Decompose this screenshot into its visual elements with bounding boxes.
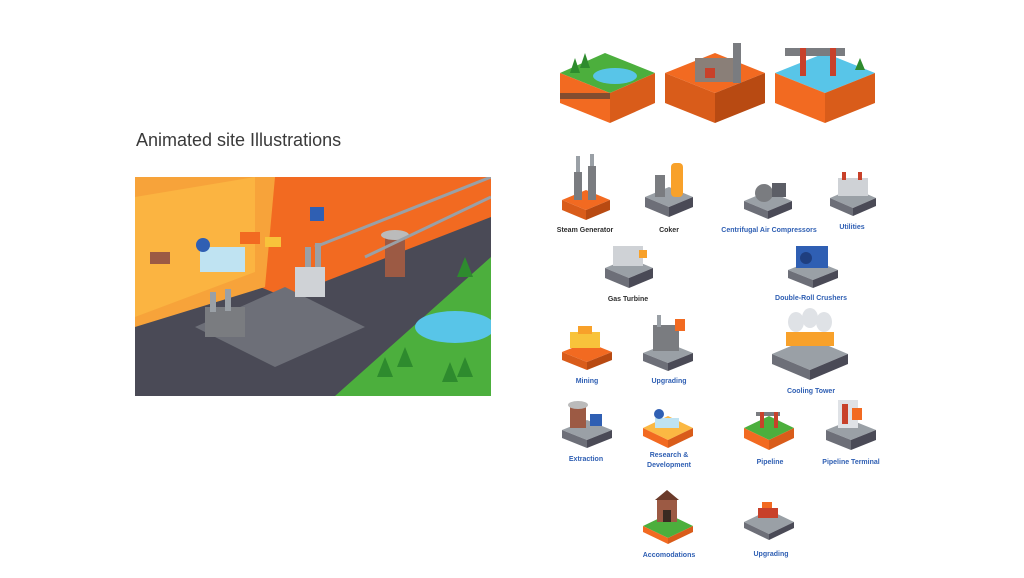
- icon-label: Research &: [649, 452, 689, 459]
- icon-label: Extraction: [568, 456, 604, 463]
- icon-label: Upgrading: [753, 551, 789, 558]
- steam-generator-icon: [562, 154, 610, 220]
- research-development-icon: [643, 409, 693, 448]
- ground-sections-illustration: [560, 43, 875, 123]
- icon-label: Double-Roll Crushers: [775, 295, 847, 302]
- centrifugal-air-compressors-icon: [744, 183, 792, 219]
- icon-label: Coker: [659, 227, 679, 234]
- extraction-icon: [562, 401, 612, 448]
- pipeline-terminal-icon: [826, 400, 876, 450]
- icon-label: Development: [647, 462, 691, 469]
- upgrading-vehicle-icon: [744, 502, 794, 540]
- icon-label: Gas Turbine: [607, 296, 649, 303]
- icon-label: Accomodations: [642, 552, 696, 559]
- page-title: Animated site Illustrations: [136, 130, 342, 150]
- double-roll-crushers-icon: [788, 246, 838, 288]
- icon-label: Upgrading: [651, 378, 687, 385]
- accomodations-icon: [643, 490, 693, 544]
- icon-label: Utilities: [839, 224, 865, 231]
- icon-label: Centrifugal Air Compressors: [721, 227, 817, 234]
- utilities-icon: [830, 172, 876, 216]
- pipeline-icon: [744, 412, 794, 450]
- gas-turbine-icon: [605, 246, 653, 288]
- mining-icon: [562, 326, 612, 370]
- icon-label: Pipeline Terminal: [822, 459, 880, 466]
- icon-label: Steam Generator: [556, 227, 614, 234]
- icon-label: Cooling Tower: [786, 388, 836, 395]
- upgrading-icon: [643, 315, 693, 371]
- icon-label: Mining: [575, 378, 599, 385]
- cooling-tower-icon: [772, 308, 848, 380]
- coker-icon: [645, 163, 693, 217]
- icon-label: Pipeline: [756, 459, 784, 466]
- site-illustration: [135, 177, 491, 396]
